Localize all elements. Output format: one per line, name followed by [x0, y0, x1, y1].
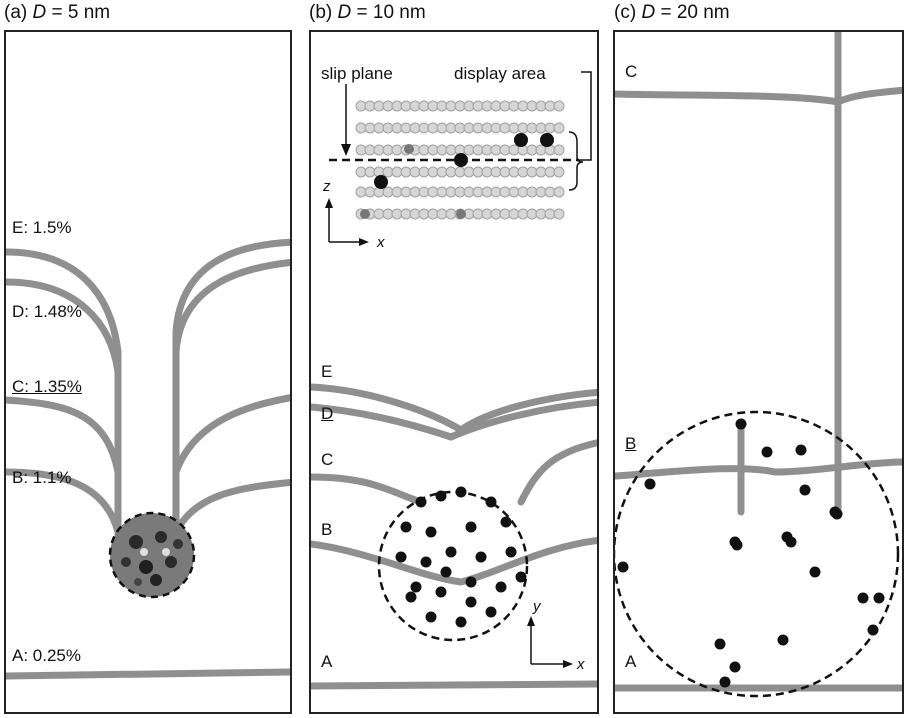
dislocation-line-b-E: [311, 383, 597, 435]
dislocation-line-b-A: [311, 680, 597, 690]
panel-a-title: (a) D = 5 nm: [4, 2, 111, 23]
label-b-E: E: [321, 362, 333, 381]
label-a-A: A: 0.25%: [12, 646, 81, 665]
display-area-bracket: [579, 71, 592, 161]
dislocation-line-b-D: [311, 398, 597, 441]
precipitate-c: [615, 410, 900, 698]
dislocation-line-c-C: [615, 86, 902, 106]
panel-c-title: (c) D = 20 nm: [614, 2, 730, 23]
label-b-C: C: [321, 450, 334, 469]
panel-b-title: (b) D = 10 nm: [309, 2, 426, 23]
label-a-C: C: 1.35%: [12, 377, 82, 396]
panel-b-simulation: [311, 71, 597, 690]
axis-b-y: y: [533, 598, 541, 615]
label-b-A: A: [321, 652, 333, 671]
label-c-A: A: [625, 652, 637, 671]
axis-b-x: x: [577, 656, 585, 673]
label-a-D: D: 1.48%: [12, 302, 82, 321]
label-b-D: D: [321, 404, 334, 423]
panel-a-frame: E: 1.5% D: 1.48% C: 1.35% B: 1.1% A: 0.2…: [4, 30, 292, 714]
panel-c-frame: C B A: [613, 30, 904, 714]
display-area-label: display area: [454, 64, 546, 83]
label-a-B: B: 1.1%: [12, 468, 72, 487]
panel-a-simulation: [6, 238, 290, 680]
label-c-B: B: [625, 434, 637, 453]
dislocation-line-b-B: [311, 537, 597, 586]
dislocation-line-c-B: [615, 458, 902, 480]
precipitate-a: [108, 511, 196, 599]
label-b-B: B: [321, 520, 333, 539]
label-a-E: E: 1.5%: [12, 218, 72, 237]
precipitate-b: [377, 486, 529, 642]
panel-b-frame: slip plane display area z x E D C B A y …: [309, 30, 599, 714]
inset-axis-x: x: [377, 234, 385, 251]
dislocation-line-a-E: [6, 238, 290, 556]
slip-plane-label: slip plane: [321, 64, 393, 83]
dislocation-line-a-A: [6, 668, 290, 680]
dislocation-line-b-C: [311, 439, 597, 506]
panel-c-simulation: [615, 32, 902, 698]
label-c-C: C: [625, 62, 638, 81]
inset-axis-z: z: [323, 178, 331, 195]
